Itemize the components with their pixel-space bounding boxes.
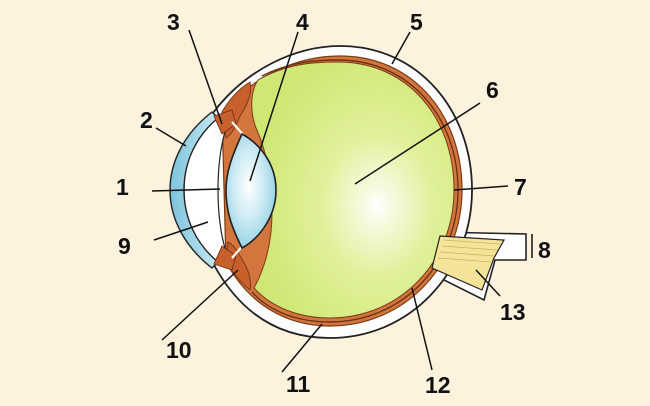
label-1: 1 xyxy=(116,174,129,200)
label-2: 2 xyxy=(140,107,153,133)
label-7: 7 xyxy=(514,174,527,200)
label-13: 13 xyxy=(500,299,526,325)
label-9: 9 xyxy=(118,233,131,259)
leader-3 xyxy=(188,29,223,125)
label-8: 8 xyxy=(538,237,551,263)
optic-nerve-fibers xyxy=(437,239,501,263)
leader-4 xyxy=(249,31,299,182)
leader-5 xyxy=(391,31,411,65)
lens xyxy=(225,132,277,250)
leader-7 xyxy=(453,185,509,191)
label-5: 5 xyxy=(410,9,423,35)
leader-6 xyxy=(354,102,481,185)
leader-10 xyxy=(161,269,239,341)
label-6: 6 xyxy=(486,77,499,103)
leader-9 xyxy=(153,221,209,241)
leader-11 xyxy=(281,323,323,373)
leader-1 xyxy=(151,188,221,192)
leader-lines xyxy=(151,29,533,373)
label-12: 12 xyxy=(425,372,451,398)
label-4: 4 xyxy=(296,9,309,35)
label-10: 10 xyxy=(166,337,192,363)
leader-13 xyxy=(475,269,501,297)
leader-2 xyxy=(155,127,187,147)
leader-12 xyxy=(411,287,433,371)
label-11: 11 xyxy=(286,371,311,397)
label-3: 3 xyxy=(167,9,180,35)
iris-bottom xyxy=(213,245,237,271)
